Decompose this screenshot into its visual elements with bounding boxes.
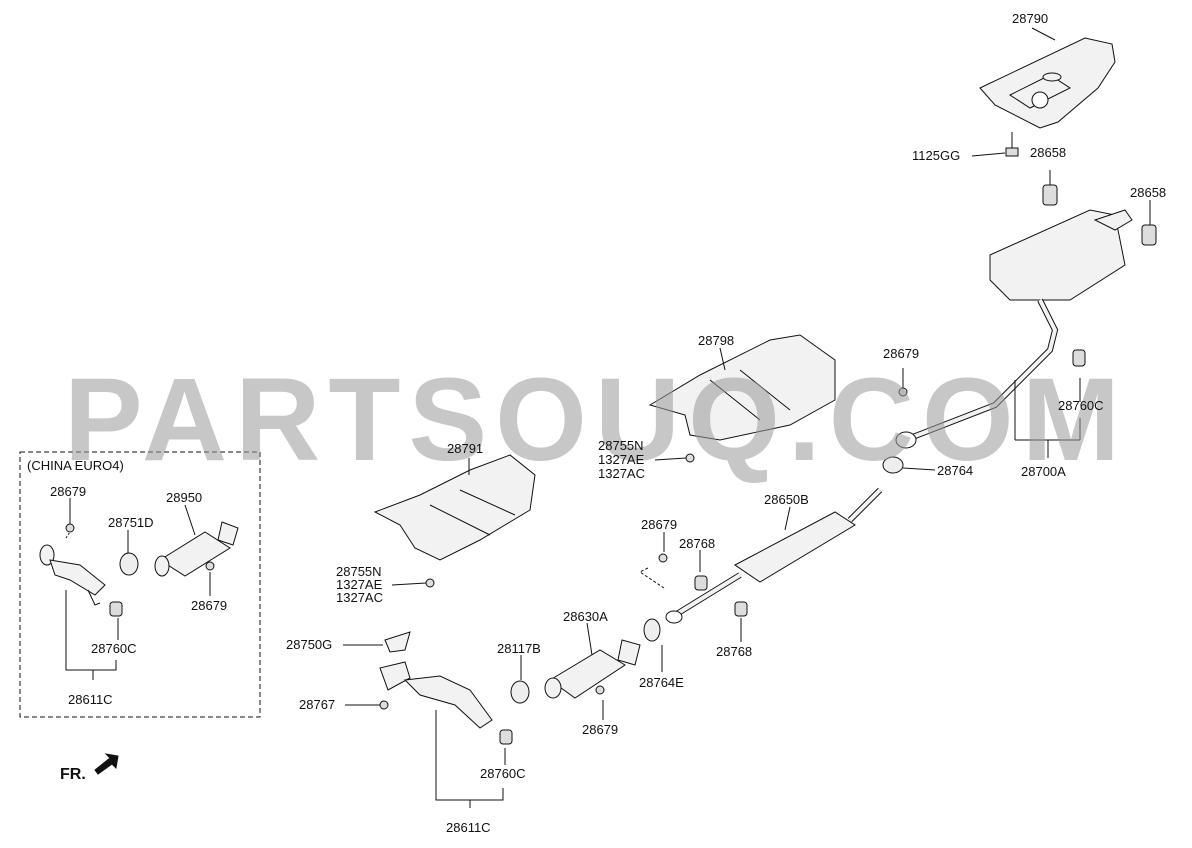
dashed-link <box>639 567 665 589</box>
label-28750g[interactable]: 28750G <box>286 637 333 652</box>
label-1327ac-a[interactable]: 1327AC <box>598 466 645 481</box>
inset-title: (CHINA EURO4) <box>27 458 124 473</box>
label-28700a[interactable]: 28700A <box>1021 464 1066 479</box>
label-28760c-a[interactable]: 28760C <box>1058 398 1104 413</box>
label-28760c-c[interactable]: 28760C <box>91 641 137 656</box>
label-28767[interactable]: 28767 <box>299 697 336 712</box>
label-28791[interactable]: 28791 <box>447 441 484 456</box>
label-28768-a[interactable]: 28768 <box>679 536 716 551</box>
label-28611c-b[interactable]: 28611C <box>446 820 491 835</box>
label-28764e[interactable]: 28764E <box>639 675 684 690</box>
label-28679-b[interactable]: 28679 <box>641 517 678 532</box>
hanger-28768-a <box>694 575 708 591</box>
label-28950[interactable]: 28950 <box>166 490 203 505</box>
catalytic-converter <box>544 639 641 699</box>
bracket-28611c-a <box>65 590 117 671</box>
hanger-28658-b <box>1141 224 1157 246</box>
label-28650b[interactable]: 28650B <box>764 492 809 507</box>
label-28790[interactable]: 28790 <box>1012 11 1049 26</box>
label-28658-b[interactable]: 28658 <box>1130 185 1167 200</box>
label-1327ae-a[interactable]: 1327AE <box>598 452 645 467</box>
label-28764[interactable]: 28764 <box>937 463 974 478</box>
label-28755n-a[interactable]: 28755N <box>598 438 644 453</box>
label-28630a[interactable]: 28630A <box>563 609 608 624</box>
nut-28679-d <box>65 523 75 533</box>
label-28679-d[interactable]: 28679 <box>50 484 87 499</box>
label-1327ac-b[interactable]: 1327AC <box>336 590 383 605</box>
china-euro4-inset-box <box>19 451 261 718</box>
label-28679-a[interactable]: 28679 <box>883 346 920 361</box>
inset-front-pipe <box>39 544 106 606</box>
rear-muffler <box>895 209 1133 449</box>
label-28768-b[interactable]: 28768 <box>716 644 753 659</box>
nut-28679-e <box>205 561 215 571</box>
label-28679-e[interactable]: 28679 <box>191 598 228 613</box>
nut-28767 <box>379 700 389 710</box>
gasket-28764 <box>882 456 904 474</box>
bolt-1125gg <box>1005 132 1019 157</box>
label-28679-c[interactable]: 28679 <box>582 722 619 737</box>
label-28760c-b[interactable]: 28760C <box>480 766 526 781</box>
hanger-28768-b <box>734 601 748 617</box>
watermark: PARTSOUQ.COM <box>63 354 1129 486</box>
label-1125gg[interactable]: 1125GG <box>912 148 961 163</box>
hanger-28658-a <box>1042 184 1058 206</box>
label-1327ae-b[interactable]: 1327AE <box>336 577 383 592</box>
hanger-28760c-c <box>109 601 123 617</box>
gasket-28764e <box>643 618 661 642</box>
heat-protector-rear <box>979 37 1116 129</box>
label-28798[interactable]: 28798 <box>698 333 735 348</box>
inset-converter-28950 <box>154 521 239 577</box>
label-28751d[interactable]: 28751D <box>108 515 154 530</box>
gasket-28117b <box>510 680 530 704</box>
front-pipe <box>379 631 493 729</box>
hanger-28760c-b <box>499 729 513 745</box>
label-28658-a[interactable]: 28658 <box>1030 145 1067 160</box>
heat-protector-front <box>373 454 536 561</box>
gasket-28751d <box>119 552 139 576</box>
label-28755n-b[interactable]: 28755N <box>336 564 382 579</box>
nut-28679-c <box>595 685 605 695</box>
label-28117b[interactable]: 28117B <box>497 641 541 656</box>
nut-28755n-b <box>425 578 435 588</box>
center-muffler <box>665 487 883 624</box>
front-label: FR. <box>60 766 86 783</box>
hanger-28760c-a <box>1072 349 1086 367</box>
front-direction-arrow-icon <box>94 753 119 775</box>
nut-28679-b <box>658 553 668 563</box>
heat-protector-center <box>648 334 836 441</box>
label-28611c-a[interactable]: 28611C <box>68 692 113 707</box>
bracket-28611c-b <box>435 710 504 801</box>
